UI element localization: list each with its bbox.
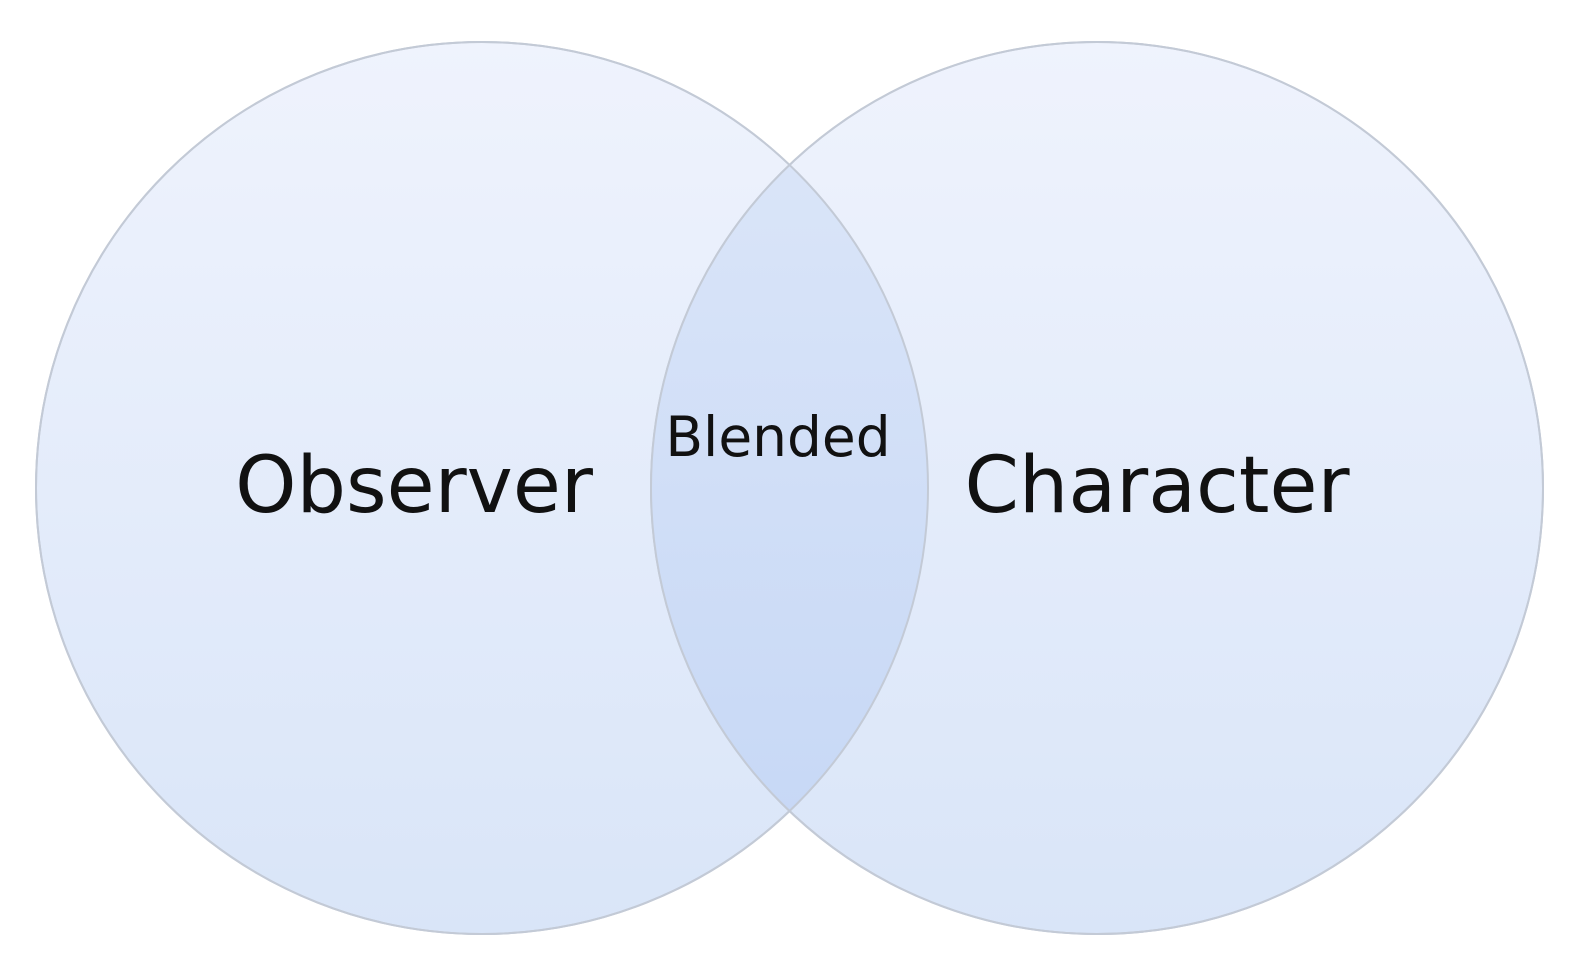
observer-circle-outline xyxy=(35,41,929,935)
character-circle-outline xyxy=(650,41,1544,935)
character-label: Character xyxy=(964,441,1350,531)
observer-label: Observer xyxy=(235,441,594,531)
blended-label: Blended xyxy=(665,405,890,469)
